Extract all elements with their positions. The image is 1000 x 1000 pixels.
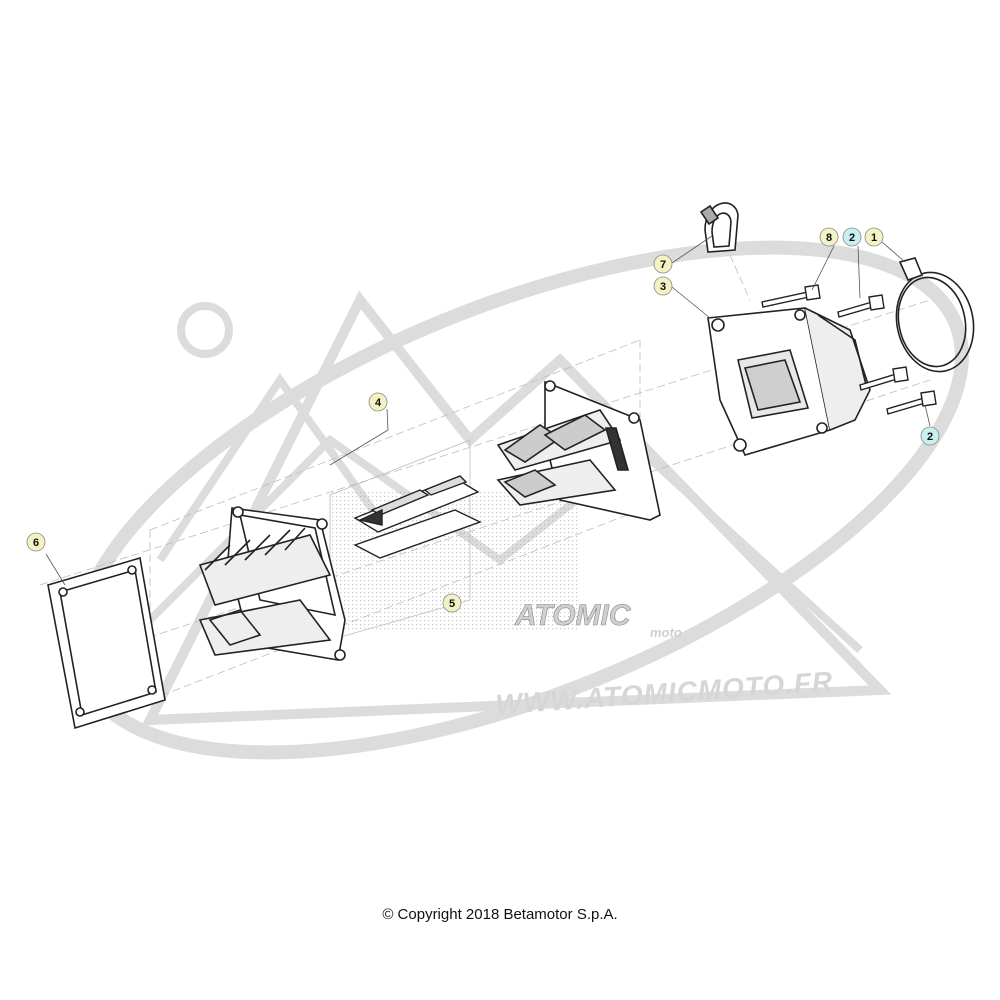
part-2-bolt-upper	[837, 294, 885, 318]
callout-number: 1	[871, 232, 877, 244]
part-1-hose-clamp	[895, 257, 975, 373]
callout-number: 6	[33, 537, 39, 549]
callout-3: 3	[653, 276, 673, 296]
leader-lines	[45, 235, 931, 586]
callout-7: 7	[653, 254, 673, 274]
callout-number: 7	[660, 259, 666, 271]
part-2-bolt-middle	[859, 366, 909, 391]
callout-number: 2	[849, 232, 855, 244]
part-6-gasket	[47, 556, 166, 730]
callout-2: 2	[920, 426, 940, 446]
watermark-brand: ATOMIC	[514, 599, 632, 632]
part-2-bolt-lower	[886, 390, 937, 415]
callout-5: 5	[442, 593, 462, 613]
watermark-brand-sub: moto	[650, 625, 682, 640]
copyright-notice: © Copyright 2018 Betamotor S.p.A.	[382, 906, 618, 923]
callout-8: 8	[819, 227, 839, 247]
alignment-lines	[39, 254, 931, 701]
callout-number: 3	[660, 281, 666, 293]
callout-6: 6	[26, 532, 46, 552]
callout-number: 4	[375, 397, 382, 409]
watermark-url: WWW.ATOMICMOTO.FR	[494, 666, 834, 721]
part-8-bolt	[761, 284, 821, 308]
part-4-reed-cage	[496, 380, 661, 521]
callout-2: 2	[842, 227, 862, 247]
callout-4: 4	[368, 392, 388, 412]
part-4-reed-block	[198, 506, 346, 661]
part-5-reed-petals	[353, 475, 482, 559]
part-7-strap	[699, 202, 739, 253]
callout-number: 2	[927, 431, 933, 443]
part-3-intake-manifold	[707, 307, 871, 456]
callout-number: 8	[826, 232, 832, 244]
callout-1: 1	[864, 227, 884, 247]
callout-number: 5	[449, 598, 455, 610]
